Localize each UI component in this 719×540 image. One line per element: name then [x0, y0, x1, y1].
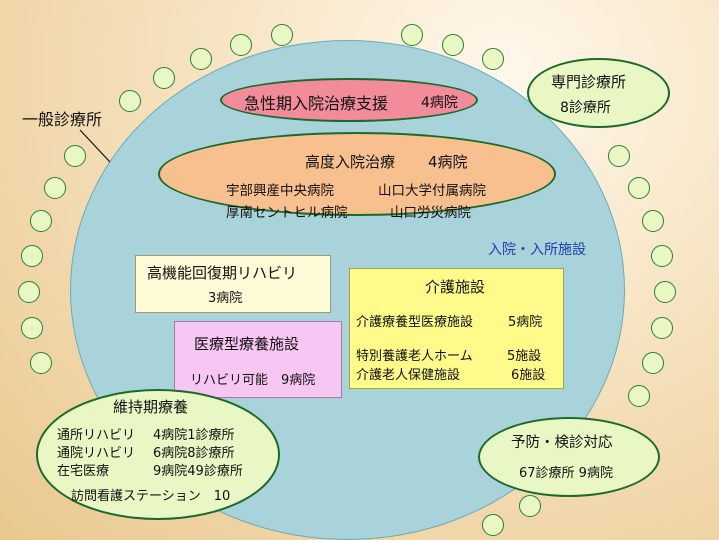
rehab-title: 高機能回復期リハビリ — [147, 264, 298, 282]
maintenance-care-ellipse — [36, 389, 280, 520]
nursing-row-count: 5病院 — [508, 315, 543, 330]
acute-care-ellipse — [220, 78, 478, 122]
clinic-circle — [29, 210, 52, 233]
advanced-hospital: 山口労災病院 — [390, 205, 471, 221]
clinic-circle — [64, 144, 87, 167]
advanced-hospital: 山口大学付属病院 — [378, 183, 486, 199]
advanced-hospital: 厚南セントヒル病院 — [226, 205, 348, 221]
medical-care-title: 医療型療養施設 — [194, 335, 300, 353]
prevention-title: 予防・検診対応 — [511, 435, 613, 451]
maintenance-row-count: 4病院1診療所 — [153, 428, 235, 443]
nursing-row-name: 特別養護老人ホーム — [356, 349, 473, 364]
specialist-title: 専門診療所 — [551, 73, 627, 91]
clinic-circle — [20, 316, 43, 339]
clinic-circle — [651, 245, 674, 268]
clinic-circle — [271, 24, 294, 47]
advanced-count: 4病院 — [428, 153, 468, 171]
clinic-circle — [607, 144, 630, 167]
clinic-circle — [627, 176, 650, 199]
clinic-circle — [229, 34, 252, 57]
prevention-ellipse — [478, 417, 660, 497]
acute-count: 4病院 — [421, 95, 458, 111]
nursing-row-name: 介護療養型医療施設 — [356, 315, 474, 330]
clinic-circle — [519, 495, 542, 518]
clinic-circle — [152, 66, 175, 89]
acute-title: 急性期入院治療支援 — [244, 94, 389, 113]
medical-care-detail: リハビリ可能 9病院 — [190, 373, 316, 388]
maintenance-title: 維持期療養 — [113, 398, 189, 416]
specialist-count: 8診療所 — [560, 100, 611, 116]
clinic-circle — [654, 281, 676, 303]
nursing-row-count: 6施設 — [511, 368, 546, 383]
advanced-title: 高度入院治療 — [305, 153, 396, 171]
nursing-facility-box — [349, 268, 564, 389]
rehab-count: 3病院 — [208, 291, 243, 306]
advanced-care-ellipse — [158, 132, 556, 216]
nursing-title: 介護施設 — [425, 278, 486, 296]
clinic-circle — [642, 351, 665, 374]
maintenance-row-name: 通所リハビリ — [57, 428, 136, 443]
clinic-circle — [118, 89, 141, 112]
clinic-circle — [627, 385, 650, 408]
clinic-circle — [400, 24, 423, 47]
rehab-box — [135, 255, 331, 313]
maintenance-row-name: 在宅医療 — [57, 464, 110, 479]
clinic-circle — [29, 351, 52, 374]
nursing-row-count: 5施設 — [507, 349, 542, 364]
clinic-circle — [482, 48, 505, 71]
advanced-hospital: 宇部興産中央病院 — [226, 183, 334, 199]
clinic-circle — [18, 281, 40, 303]
nursing-row-name: 介護老人保健施設 — [356, 368, 461, 383]
clinic-circle — [442, 34, 465, 57]
clinic-circle — [482, 513, 505, 536]
clinic-circle — [642, 210, 665, 233]
specialist-clinic-ellipse — [527, 58, 670, 128]
visiting-nurse-station: 訪問看護ステーション 10 — [71, 489, 231, 504]
general-clinic-label: 一般診療所 — [22, 110, 103, 129]
clinic-circle — [20, 245, 43, 268]
maintenance-row-name: 通院リハビリ — [57, 446, 136, 461]
prevention-count: 67診療所 9病院 — [519, 466, 613, 481]
inpatient-facilities-label: 入院・入所施設 — [488, 242, 586, 258]
maintenance-row-count: 6病院8診療所 — [153, 446, 235, 461]
medical-care-box — [174, 321, 342, 398]
clinic-circle — [44, 176, 67, 199]
clinic-circle — [651, 316, 674, 339]
maintenance-row-count: 9病院49診療所 — [153, 464, 243, 479]
clinic-circle — [189, 48, 212, 71]
